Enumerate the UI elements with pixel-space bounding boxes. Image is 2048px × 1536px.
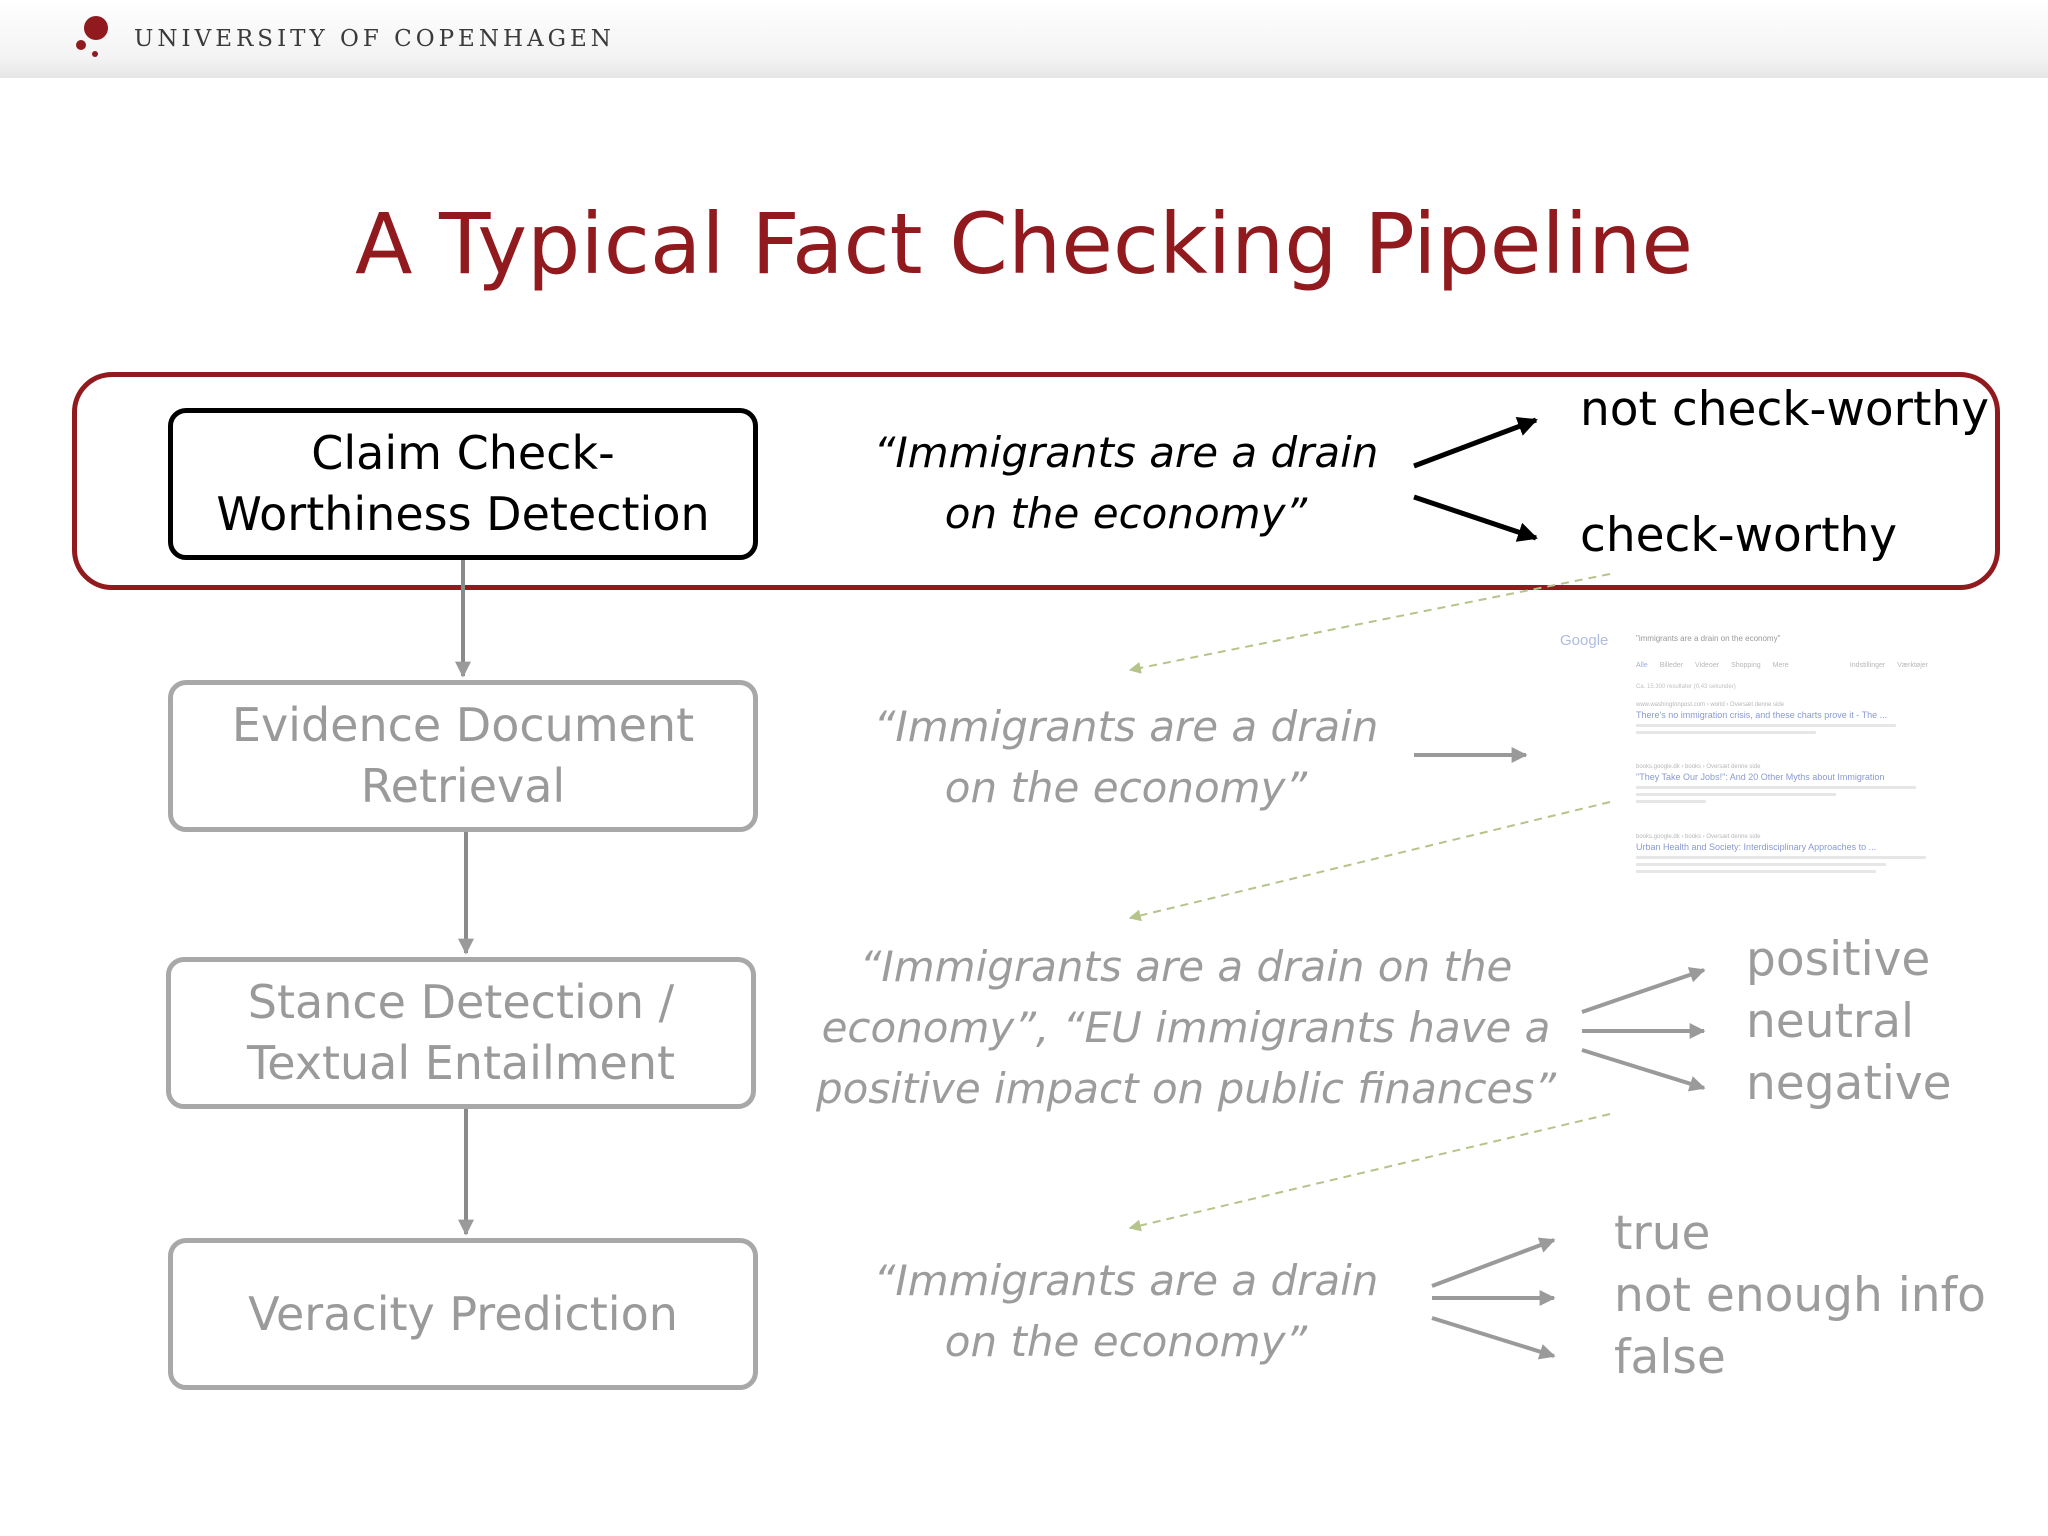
search-stats: Ca. 15.300 resultater (0,43 sekunder) <box>1636 684 1736 690</box>
search-query: "immigrants are a drain on the economy" <box>1636 634 1781 643</box>
stage-name-line: Textual Entailment <box>246 1036 676 1090</box>
search-tool: Værktøjer <box>1897 662 1928 669</box>
result-url: books.google.dk › books › Oversæt denne … <box>1636 834 1761 840</box>
output-arrow <box>1431 1237 1556 1288</box>
claim-line: “Immigrants are a drain <box>873 428 1379 477</box>
search-tab: Billeder <box>1659 662 1684 669</box>
claim-text: “Immigrants are a drain on the economy” <box>846 696 1406 818</box>
stage-name-line: Worthiness Detection <box>216 487 710 541</box>
claim-line: “Immigrants are a drain <box>873 1256 1379 1305</box>
output-arrow <box>1431 1316 1556 1360</box>
stage-name-line: Evidence Document <box>231 698 695 752</box>
search-tab: Mere <box>1772 662 1789 669</box>
claim-line: on the economy” <box>944 489 1308 538</box>
result-url: books.google.dk › books › Oversæt denne … <box>1636 764 1761 770</box>
output-label: true <box>1614 1206 1711 1261</box>
search-tool: Indstillinger <box>1849 662 1886 669</box>
output-label: not check-worthy <box>1580 382 1990 437</box>
dashed-flow-arrow <box>1128 1113 1611 1232</box>
stage-name-line: Claim Check- <box>311 426 615 480</box>
result-title: There's no immigration crisis, and these… <box>1636 710 1888 720</box>
stage-name-line: Stance Detection / <box>247 975 675 1029</box>
output-label: check-worthy <box>1580 508 1898 563</box>
result-url: www.washingtonpost.com › world › Oversæt… <box>1636 702 1785 708</box>
stage-name-line: Retrieval <box>360 759 566 813</box>
stage-evidence-retrieval: Evidence Document Retrieval <box>168 680 758 832</box>
search-results-thumbnail: Google "immigrants are a drain on the ec… <box>1556 628 1968 896</box>
search-tab: Videoer <box>1695 662 1720 669</box>
search-result: books.google.dk › books › Oversæt denne … <box>1636 834 1936 877</box>
dashed-flow-arrow <box>1128 801 1611 922</box>
university-name: UNIVERSITY OF COPENHAGEN <box>134 26 615 52</box>
claim-text: “Immigrants are a drain on the economy”,… <box>786 936 1586 1119</box>
output-label: neutral <box>1746 994 1915 1049</box>
stage-name-line: Veracity Prediction <box>248 1286 678 1341</box>
result-title: Urban Health and Society: Interdisciplin… <box>1636 842 1877 852</box>
stage-claim-check-worthiness: Claim Check- Worthiness Detection <box>168 408 758 560</box>
search-tabs: Alle Billeder Videoer Shopping Mere <box>1636 662 1789 669</box>
output-label: false <box>1614 1330 1726 1385</box>
claim-line: economy”, “EU immigrants have a <box>821 1003 1551 1052</box>
claim-line: on the economy” <box>944 1317 1308 1366</box>
search-result: www.washingtonpost.com › world › Oversæt… <box>1636 702 1936 738</box>
output-label: negative <box>1746 1056 1952 1111</box>
slide-title: A Typical Fact Checking Pipeline <box>354 195 1694 293</box>
claim-text: “Immigrants are a drain on the economy” <box>846 422 1406 544</box>
claim-line: “Immigrants are a drain on the <box>859 942 1513 991</box>
claim-line: “Immigrants are a drain <box>873 702 1379 751</box>
claim-text: “Immigrants are a drain on the economy” <box>846 1250 1406 1372</box>
stage-veracity-prediction: Veracity Prediction <box>168 1238 758 1390</box>
result-title: "They Take Our Jobs!": And 20 Other Myth… <box>1636 772 1885 782</box>
active-stage-highlight <box>72 372 2000 590</box>
search-engine-logo: Google <box>1560 632 1609 649</box>
output-label: positive <box>1746 932 1931 987</box>
search-tools: Indstillinger Værktøjer <box>1850 662 1928 669</box>
claim-line: positive impact on public finances” <box>815 1064 1557 1113</box>
output-label: not enough info <box>1614 1268 1986 1323</box>
search-result: books.google.dk › books › Oversæt denne … <box>1636 764 1936 807</box>
search-tab: Alle <box>1636 662 1648 669</box>
search-tab: Shopping <box>1731 662 1761 669</box>
stage-stance-detection: Stance Detection / Textual Entailment <box>166 957 756 1109</box>
output-arrow <box>1581 967 1706 1014</box>
claim-line: on the economy” <box>944 763 1308 812</box>
output-arrow <box>1581 1048 1706 1092</box>
header-bar: UNIVERSITY OF COPENHAGEN <box>0 0 2048 78</box>
university-logo-icon <box>76 16 108 57</box>
